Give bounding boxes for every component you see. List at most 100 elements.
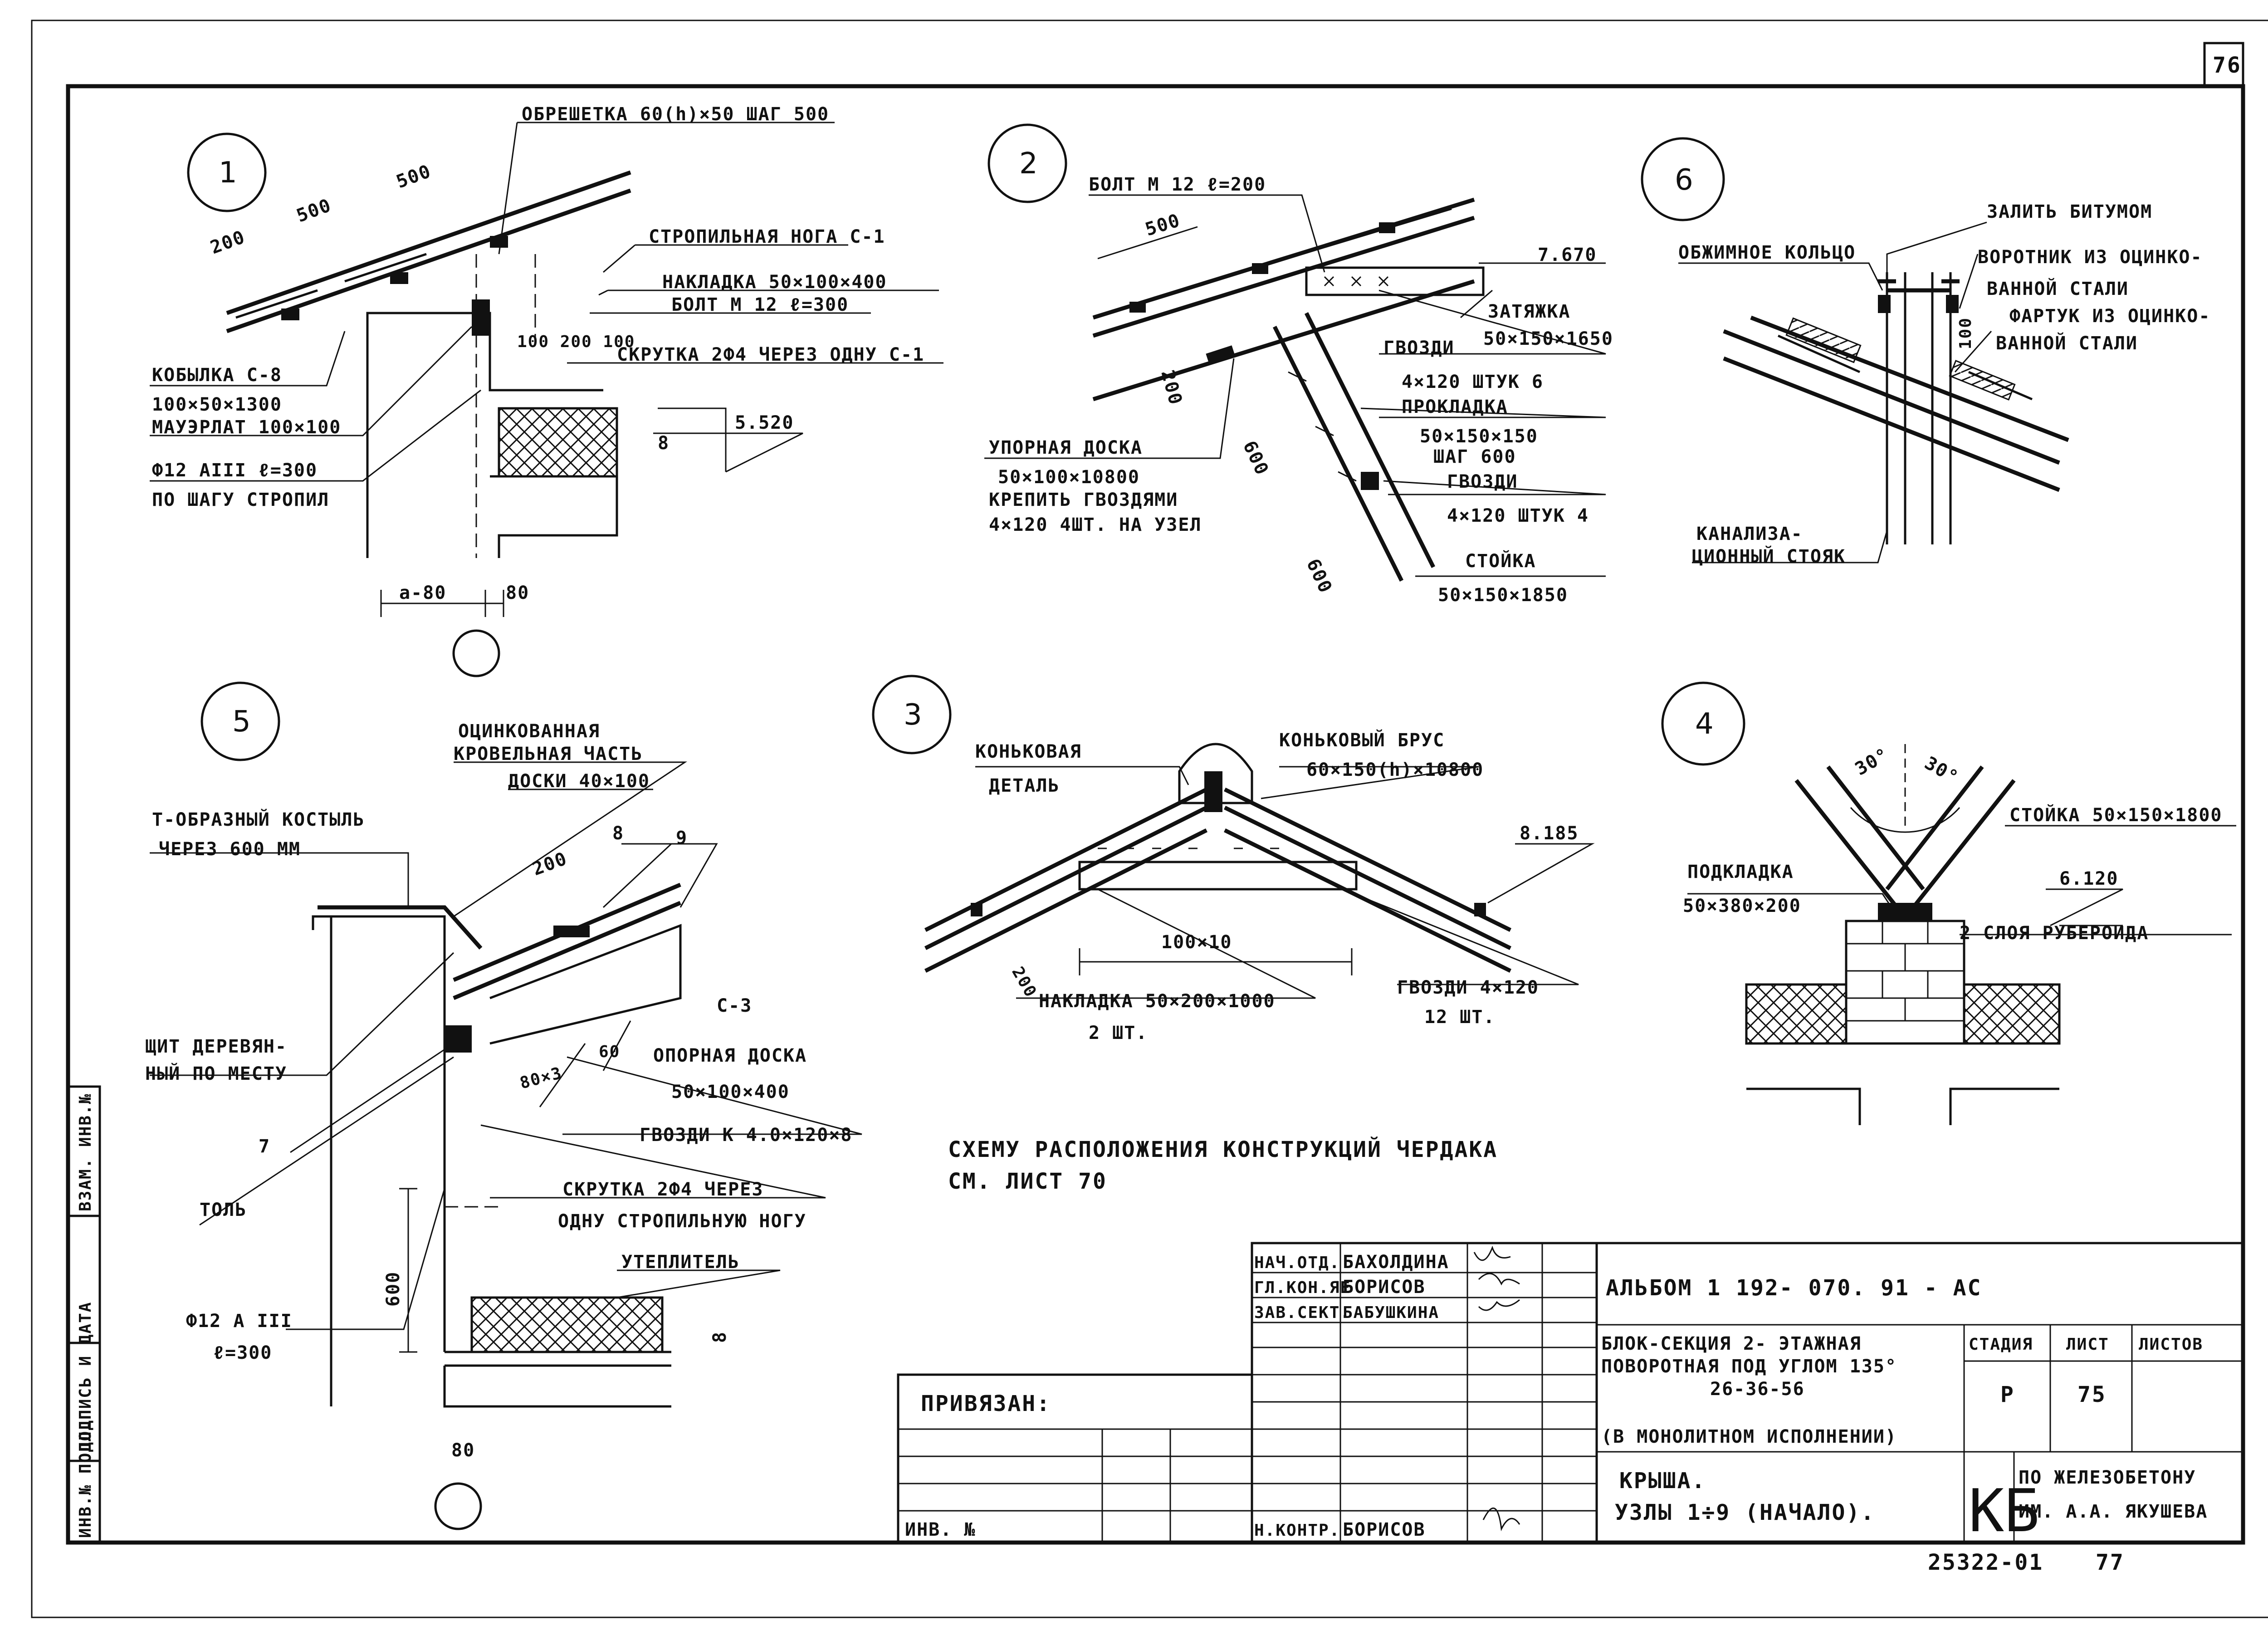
drawing-title-1: КРЫША. [1619, 1468, 1706, 1494]
node-6-vorotnik: ВОРОТНИК ИЗ ОЦИНКО- [1978, 247, 2203, 268]
node-5-opornaya-size: 50×100×400 [671, 1082, 790, 1102]
node-2-upornaya-size: 50×100×10800 [998, 467, 1140, 488]
node-1-dim-8: 8 [658, 433, 670, 454]
sign-name: БАХОЛДИНА [1343, 1252, 1449, 1273]
node-5-t-kostyl2: ЧЕРЕЗ 600 ММ [159, 839, 301, 860]
node-2-level: 7.670 [1538, 245, 1597, 265]
node-2-prokladka: ПРОКЛАДКА [1402, 397, 1508, 417]
node-1-dim-500b: 500 [394, 161, 434, 192]
footer-page: 77 [2096, 1550, 2125, 1575]
node-1-kobylka: КОБЫЛКА С-8 [152, 365, 282, 386]
node-4-ruberoid: 2 СЛОЯ РУБЕРОИДА [1960, 923, 2149, 944]
footer-code: 25322-01 [1928, 1550, 2043, 1575]
side-inv-podl: ИНВ.№ ПОДЛ. [76, 1420, 95, 1538]
node-3-gvozdi: ГВОЗДИ 4×120 [1397, 977, 1539, 998]
sheet-header: ЛИСТ [2066, 1335, 2109, 1354]
node-6-fartuk: ФАРТУК ИЗ ОЦИНКО- [2009, 306, 2210, 327]
node-2-krepit2: 4×120 4ШТ. НА УЗЕЛ [989, 514, 1202, 535]
sign-row: ЗАВ.СЕКТ. БАБУШКИНА [1254, 1303, 1438, 1322]
n-kontr-name: БОРИСОВ [1343, 1519, 1426, 1540]
node-2-prokladka-step: ШАГ 600 [1433, 446, 1516, 467]
node-1-kobylka-size: 100×50×1300 [152, 394, 282, 415]
node-2-prokladka-size: 50×150×150 [1420, 426, 1538, 447]
node-2-gvozdi2-count: 4×120 ШТУК 4 [1447, 505, 1589, 526]
node-2-dim-500: 500 [1143, 210, 1183, 240]
node-1-dims-small: 100 200 100 [517, 333, 635, 351]
node-1-dim-500a: 500 [294, 195, 334, 226]
sheet-value: 75 [2077, 1382, 2107, 1407]
node-5-gvozdi: ГВОЗДИ К 4.0×120×8 [640, 1125, 852, 1146]
node-5-skrutka2: ОДНУ СТРОПИЛЬНУЮ НОГУ [558, 1211, 807, 1232]
sign-role: НАЧ.ОТД. [1254, 1254, 1340, 1272]
node-1-skrutka: СКРУТКА 2Ф4 ЧЕРЕЗ ОДНУ С-1 [617, 344, 924, 365]
title-block: ПРИВЯЗАН: ИНВ. № НАЧ.ОТД. БАХОЛДИНА ГЛ.К… [897, 1242, 2244, 1545]
node-5: 5 ОЦИНКОВАННАЯ КРОВЕЛЬНАЯ ЧАСТЬ ДОСКИ 40… [145, 681, 862, 1530]
node-5-circle [200, 681, 280, 761]
node-5-dims-80: 80×3 [518, 1064, 564, 1093]
node-5-shchit2: НЫЙ ПО МЕСТУ [145, 1063, 287, 1084]
node-2-zatyazhka-size: 50×150×1650 [1483, 328, 1613, 349]
node-6-kanaliz: КАНАЛИЗА- [1696, 524, 1803, 544]
node-6: 6 ОБЖИМНОЕ КОЛЬЦО ЗАЛИТЬ БИТУМОМ ВОРОТНИ… [1641, 137, 2210, 567]
node-6-circle [1641, 137, 1725, 221]
n-kontr-role: Н.КОНТР. [1254, 1521, 1340, 1540]
node-1-stropilnaya: СТРОПИЛЬНАЯ НОГА С-1 [649, 226, 885, 247]
node-5-opornaya: ОПОРНАЯ ДОСКА [653, 1045, 807, 1066]
node-1-bolt: БОЛТ М 12 ℓ=300 [671, 294, 849, 315]
node-2-gvozdi: ГВОЗДИ [1383, 338, 1455, 358]
node-5-n8: 8 [612, 823, 624, 844]
node-4-angle-b: 30° [1921, 753, 1962, 789]
inv-no: ИНВ. № [905, 1519, 976, 1540]
node-2-dim-600a: 600 [1239, 438, 1273, 479]
node-5-dim-80: 80 [451, 1440, 475, 1461]
node-2: 2 БОЛТ М 12 ℓ=200 500 7.670 ЗАТЯЖКА 50×1… [984, 123, 1613, 606]
node-2-dim-600b: 600 [1302, 556, 1336, 597]
node-3-brus: КОНЬКОВЫЙ БРУС [1279, 729, 1445, 751]
node-5-dim-8: 8 [709, 1331, 730, 1343]
org-line-1: ПО ЖЕЛЕЗОБЕТОНУ [2019, 1467, 2196, 1488]
side-vzam: ВЗАМ. ИНВ.№ [76, 1093, 95, 1211]
node-5-rod: Ф12 А III [186, 1311, 293, 1332]
node-4-circle [1661, 681, 1745, 766]
node-2-stoyka-size: 50×150×1850 [1438, 585, 1568, 606]
node-3-gvozdi-qty: 12 ШТ. [1424, 1007, 1496, 1028]
node-6-vorotnik2: ВАННОЙ СТАЛИ [1987, 278, 2129, 299]
node-4-podkladka-size: 50×380×200 [1683, 896, 1801, 916]
album: АЛЬБОМ 1 192- 070. 91 - АС [1606, 1275, 1982, 1301]
node-5-ocink: ОЦИНКОВАННАЯ [458, 721, 600, 742]
sign-row: ГЛ.КОН.ЯЕ БОРИСОВ [1254, 1277, 1425, 1298]
project-line-2: ПОВОРОТНАЯ ПОД УГЛОМ 135° [1601, 1356, 1897, 1377]
node-4-podkladka: ПОДКЛАДКА [1687, 862, 1794, 882]
node-1-dim-80: 80 [506, 583, 529, 603]
sign-role: ЗАВ.СЕКТ. [1254, 1303, 1351, 1322]
node-5-uteplitel: УТЕПЛИТЕЛЬ [621, 1252, 740, 1273]
node-6-dim-100: 100 [1956, 317, 1975, 349]
node-5-n9: 9 [676, 828, 688, 848]
node-5-rod-len: ℓ=300 [213, 1342, 272, 1363]
side-podpis: ПОДПИСЬ И ДАТА [76, 1302, 95, 1452]
drawing-title-2: УЗЛЫ 1÷9 (НАЧАЛО). [1615, 1500, 1875, 1525]
node-1-dim-200: 200 [208, 226, 248, 258]
sheets-header: ЛИСТОВ [2139, 1335, 2203, 1354]
node-2-gvozdi2: ГВОЗДИ [1447, 471, 1518, 492]
node-3-brus-size: 60×150(h)×10800 [1306, 759, 1484, 780]
node-1-mauerlat: МАУЭРЛАТ 100×100 [152, 417, 341, 438]
node-2-circle [987, 123, 1067, 203]
node-3: 3 КОНЬКОВАЯ ДЕТАЛЬ КОНЬКОВЫЙ БРУС 60×150… [872, 675, 1595, 1043]
node-5-skrutka: СКРУТКА 2Ф4 ЧЕРЕЗ [562, 1179, 763, 1200]
node-3-detal: ДЕТАЛЬ [989, 775, 1060, 796]
org-line-2: ИМ. А.А. ЯКУШЕВА [2019, 1501, 2208, 1522]
node-4-stoyka: СТОЙКА 50×150×1800 [2009, 804, 2222, 826]
node-5-number: 5 [232, 705, 251, 739]
node-6-number: 6 [1675, 163, 1693, 197]
node-5-n7: 7 [259, 1136, 270, 1157]
node-4-angle-a: 30° [1852, 744, 1893, 780]
node-3-circle [872, 675, 952, 754]
node-1-circle [187, 132, 267, 212]
node-4-number: 4 [1695, 707, 1714, 741]
node-3-dim-200: 200 [1008, 964, 1040, 1001]
project-line-3: 26-36-56 [1710, 1379, 1805, 1400]
node-1-rod-step: ПО ШАГУ СТРОПИЛ [152, 490, 329, 510]
node-3-nakladka-qty: 2 ШТ. [1089, 1023, 1148, 1043]
